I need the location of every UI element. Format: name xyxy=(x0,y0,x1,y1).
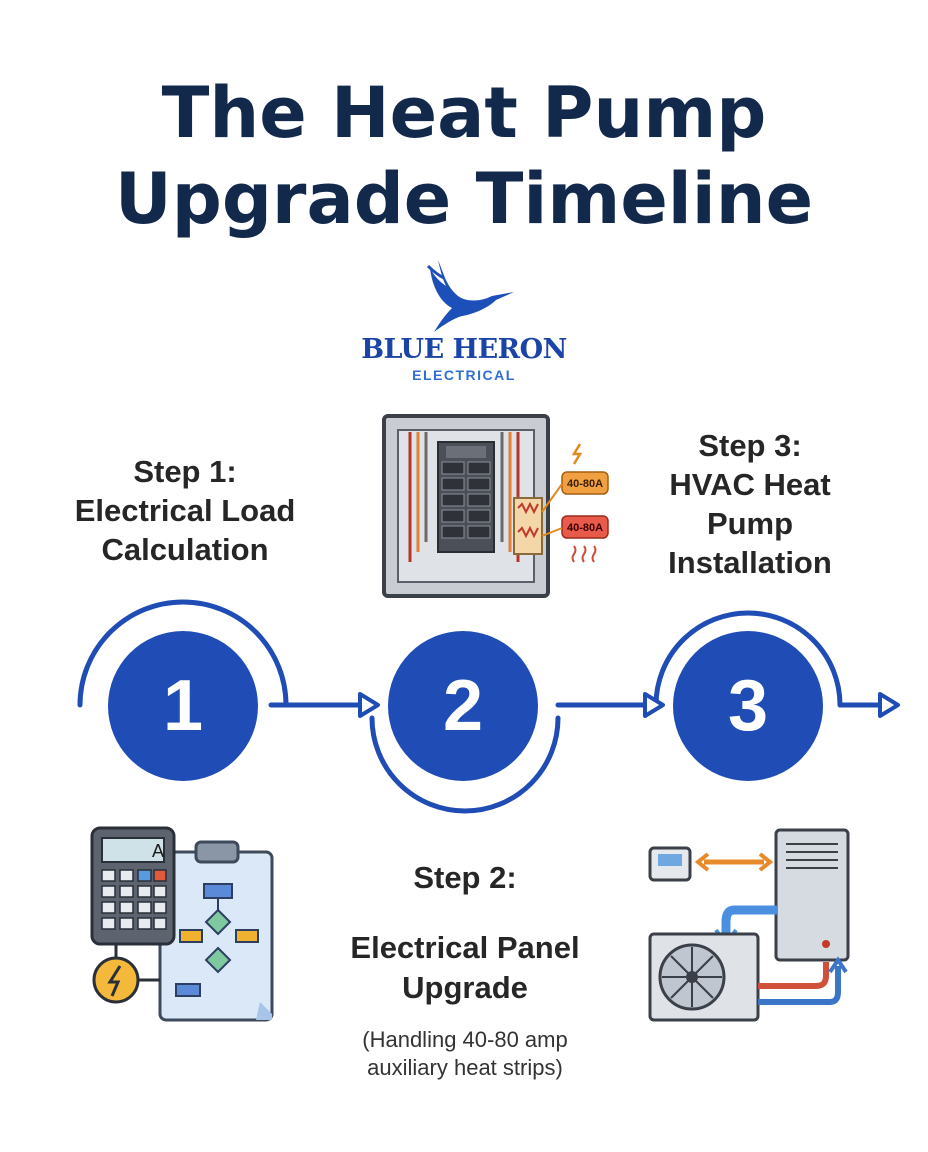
heron-icon xyxy=(426,260,514,332)
title-line-1: The Heat Pump xyxy=(161,72,767,154)
arc-step-3 xyxy=(653,610,843,708)
step-2-line-3: Upgrade xyxy=(402,970,528,1005)
step-1-title: Step 1: xyxy=(133,454,237,489)
step-3-line-2: HVAC Heat xyxy=(669,467,831,502)
step-1-label: Step 1: Electrical Load Calculation xyxy=(40,452,330,569)
step-3-title: Step 3: xyxy=(698,428,802,463)
calculator-display: A xyxy=(152,841,164,861)
arrow-head-2 xyxy=(643,692,665,718)
brand-name: BLUE HERON xyxy=(361,334,567,365)
page-title: The Heat Pump Upgrade Timeline xyxy=(0,70,928,242)
step-2-note: (Handling 40-80 amp auxiliary heat strip… xyxy=(300,1026,630,1082)
step-2-label: Step 2: Electrical Panel Upgrade xyxy=(300,858,630,1008)
arrow-head-1 xyxy=(358,692,380,718)
step-2-number-circle: 2 xyxy=(388,631,538,781)
arc-step-2 xyxy=(369,715,561,814)
calculator-flowchart-icon: A xyxy=(90,826,274,1022)
step-3-number-circle: 3 xyxy=(673,631,823,781)
step-3-label: Step 3: HVAC Heat Pump Installation xyxy=(620,426,880,582)
brand-subtitle: ELECTRICAL xyxy=(412,367,516,383)
title-line-2: Upgrade Timeline xyxy=(114,158,814,240)
step-2-note-line-1: (Handling 40-80 amp xyxy=(362,1027,568,1052)
step-3-line-3: Pump xyxy=(706,506,794,541)
step-2-line-2: Electrical Panel xyxy=(350,930,580,965)
electrical-panel-icon: 40-80A 40-80A xyxy=(382,414,609,598)
breaker-label-1: 40-80A xyxy=(567,478,603,490)
heat-pump-unit-icon xyxy=(648,828,850,1022)
arc-step-1 xyxy=(77,599,289,708)
step-1-line-3: Calculation xyxy=(101,532,269,567)
breaker-label-2: 40-80A xyxy=(567,522,603,534)
step-2-title: Step 2: xyxy=(413,860,517,895)
arrow-head-3 xyxy=(878,692,900,718)
step-1-number-circle: 1 xyxy=(108,631,258,781)
step-1-line-2: Electrical Load xyxy=(74,493,296,528)
step-2-note-line-2: auxiliary heat strips) xyxy=(367,1055,563,1080)
step-3-line-4: Installation xyxy=(668,545,832,580)
